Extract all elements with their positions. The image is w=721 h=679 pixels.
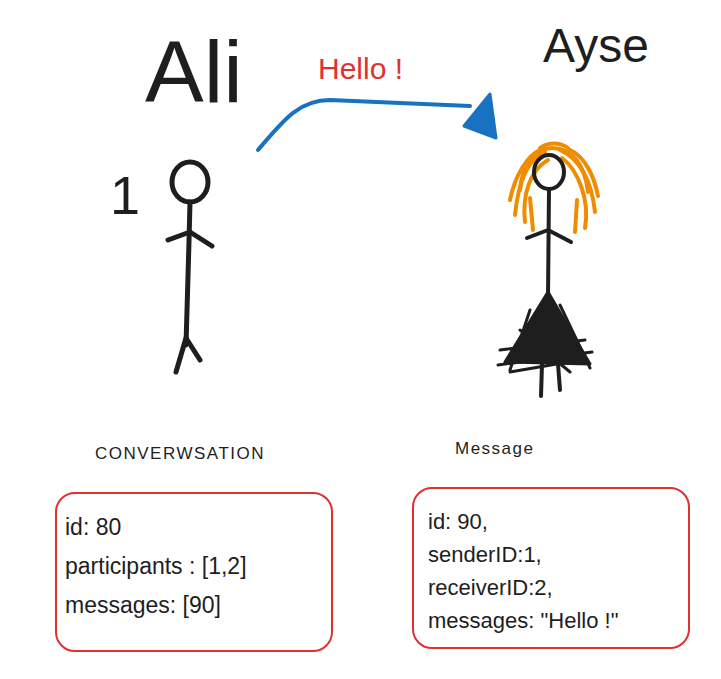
record-box: id: 90,senderID:1,receiverID:2,messages:…: [412, 487, 690, 649]
record-node: Message id: 90,senderID:1,receiverID:2,me…: [412, 438, 690, 649]
message-arrow: [258, 94, 496, 150]
ayse-head: [534, 155, 564, 189]
callout-number: 1: [110, 168, 140, 222]
arrow-head: [464, 94, 496, 138]
field-line: receiverID:2,: [428, 571, 674, 604]
person-name: Ayse: [543, 22, 649, 70]
arrow-line: [258, 100, 470, 150]
record-heading: CONVERWSATION: [95, 443, 333, 465]
field-line: id: 80: [65, 508, 323, 547]
record-node: CONVERWSATION id: 80participants : [1,2]m…: [55, 443, 333, 652]
message-label: Hello !: [318, 54, 403, 84]
ali-figure: [168, 162, 212, 372]
ayse-skirt-scribble: [498, 305, 592, 372]
field-line: participants : [1,2]: [65, 547, 323, 586]
ali-arms: [168, 232, 212, 246]
ayse-hair: [510, 144, 598, 233]
person-name: Ali: [145, 28, 243, 116]
field-line: id: 90,: [428, 505, 674, 538]
ayse-arms: [527, 230, 571, 242]
field-line: senderID:1,: [428, 538, 674, 571]
ayse-body: [548, 189, 549, 298]
field-line: messages: "Hello !": [428, 604, 674, 637]
ayse-figure: [498, 144, 598, 397]
record-heading: Message: [455, 438, 690, 460]
record-box: id: 80participants : [1,2]messages: [90]: [55, 492, 333, 652]
ali-body: [186, 202, 190, 345]
ali-legs: [176, 338, 200, 372]
ali-head: [172, 162, 208, 202]
ayse-legs: [541, 364, 560, 396]
field-line: messages: [90]: [65, 586, 323, 625]
